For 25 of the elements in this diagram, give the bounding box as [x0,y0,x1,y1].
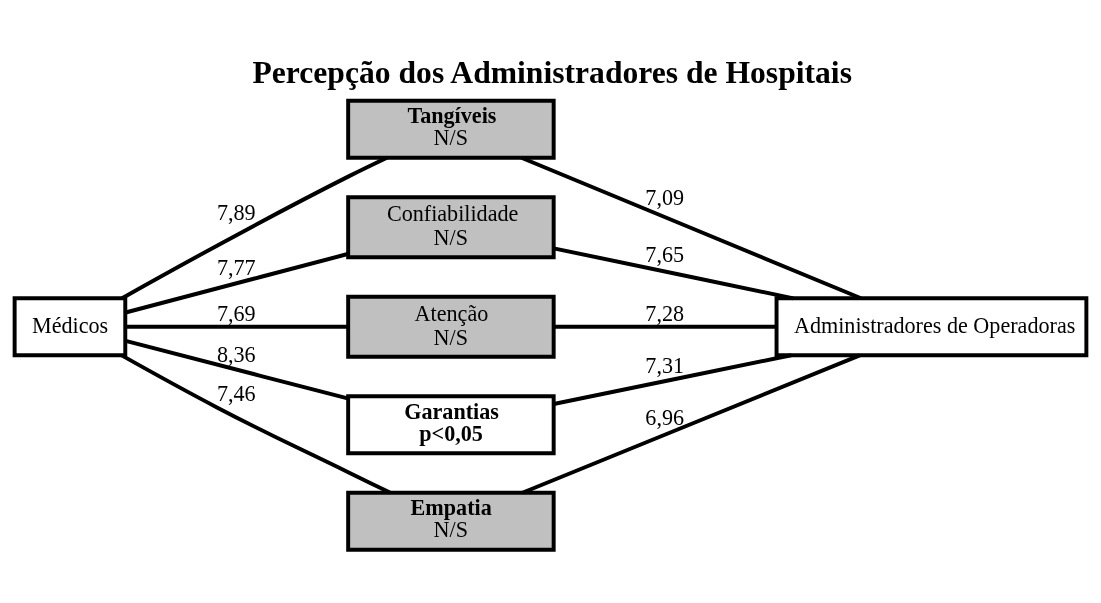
node-box: Confiabilidade N/S [346,195,556,260]
node-box: Médicos [12,296,128,358]
connector [521,353,861,495]
edge-label: 7,31 [645,352,685,378]
edge-label: 7,46 [216,381,256,407]
edge-label: 7,09 [645,185,685,211]
connector [125,338,349,401]
node-box: Atenção N/S [346,294,556,359]
edge-label: 7,28 [645,300,685,326]
connector [125,252,349,315]
edge-label: 7,65 [645,242,685,268]
diagram-title: Percepção dos Administradores de Hospitais [252,55,852,91]
edge-label: 6,96 [645,405,685,431]
connector [553,324,777,329]
node-box: Tangíveis N/S [346,98,556,160]
node-box: Empatia N/S [346,490,556,552]
connector [125,324,348,329]
connector [553,246,794,301]
edge-label: 7,69 [216,300,256,326]
edge-label: 7,77 [216,254,256,280]
edge-label: 8,36 [216,341,256,367]
node-box: Administradores de Operadoras [774,296,1089,358]
connector [553,353,792,406]
edge-label: 7,89 [216,199,256,225]
node-box: Garantias p<0,05 [346,394,556,456]
